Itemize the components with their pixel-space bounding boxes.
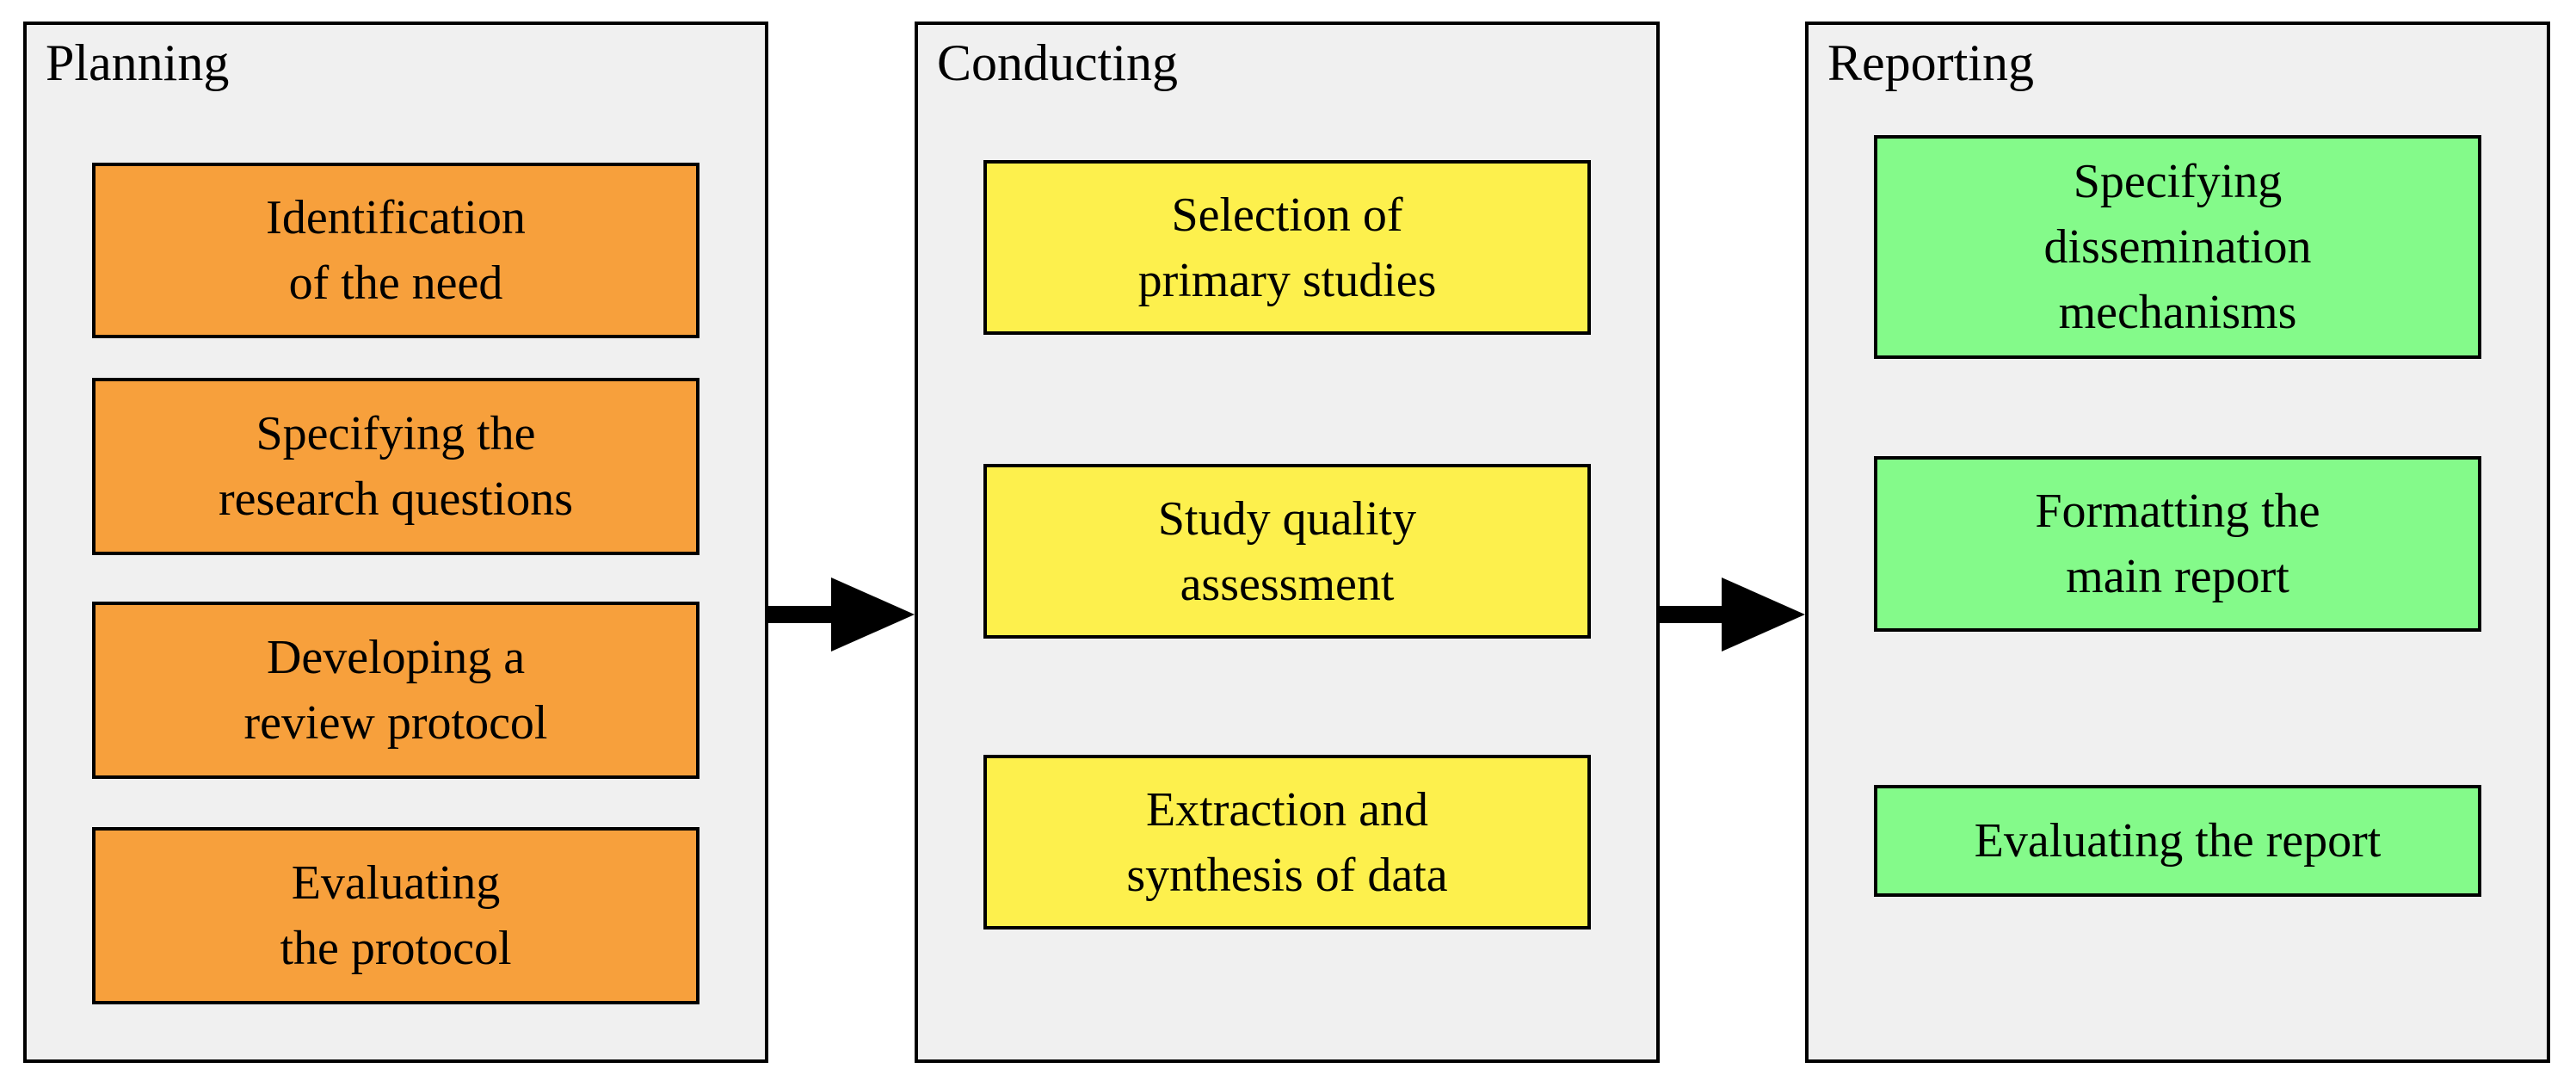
step-box-extraction-and-synthesis-of-data: Extraction and synthesis of data [983,755,1591,930]
step-box-specifying-research-questions: Specifying the research questions [92,378,699,555]
arrow-shaft [1658,606,1722,623]
step-box-study-quality-assessment: Study quality assessment [983,464,1591,639]
phase-panel-planning: Planning Identification of the need Spec… [23,22,768,1063]
step-line: Study quality [1157,491,1417,546]
arrow-head [831,577,915,652]
step-line: Identification [266,191,526,244]
arrow-planning-to-conducting-icon [767,577,915,652]
step-line: primary studies [1137,253,1437,307]
step-line: synthesis of data [1126,848,1448,902]
arrow-head [1722,577,1805,652]
step-box-evaluating-the-report: Evaluating the report [1874,785,2481,897]
step-line: of the need [288,256,503,310]
step-box-developing-review-protocol: Developing a review protocol [92,602,699,779]
step-box-evaluating-the-protocol: Evaluating the protocol [92,827,699,1004]
arrow-shaft [767,606,832,623]
step-line: mechanisms [2058,286,2297,339]
phase-panel-conducting: Conducting Selection of primary studies … [915,22,1660,1063]
step-box-formatting-the-main-report: Formatting the main report [1874,456,2481,632]
step-line: Evaluating the report [1974,814,2382,868]
step-line: Specifying the [256,407,536,460]
step-line: Selection of [1171,188,1403,242]
step-line: main report [2066,550,2289,603]
step-box-specifying-dissemination-mechanisms: Specifying dissemination mechanisms [1874,135,2481,359]
step-line: assessment [1180,557,1395,611]
step-line: Extraction and [1145,782,1429,837]
phase-title-planning: Planning [46,34,230,91]
step-line: dissemination [2043,220,2312,274]
step-box-identification-of-the-need: Identification of the need [92,163,699,338]
step-line: Formatting the [2035,485,2320,538]
step-box-selection-of-primary-studies: Selection of primary studies [983,160,1591,335]
phase-title-reporting: Reporting [1827,34,2034,91]
arrow-conducting-to-reporting-icon [1658,577,1805,652]
step-line: Developing a [266,631,526,684]
step-line: the protocol [280,922,512,975]
step-line: review protocol [243,696,548,750]
step-line: research questions [218,472,574,526]
step-line: Evaluating [291,856,501,910]
phase-title-conducting: Conducting [937,34,1178,91]
phase-panel-reporting: Reporting Specifying dissemination mecha… [1805,22,2550,1063]
step-line: Specifying [2073,155,2283,208]
